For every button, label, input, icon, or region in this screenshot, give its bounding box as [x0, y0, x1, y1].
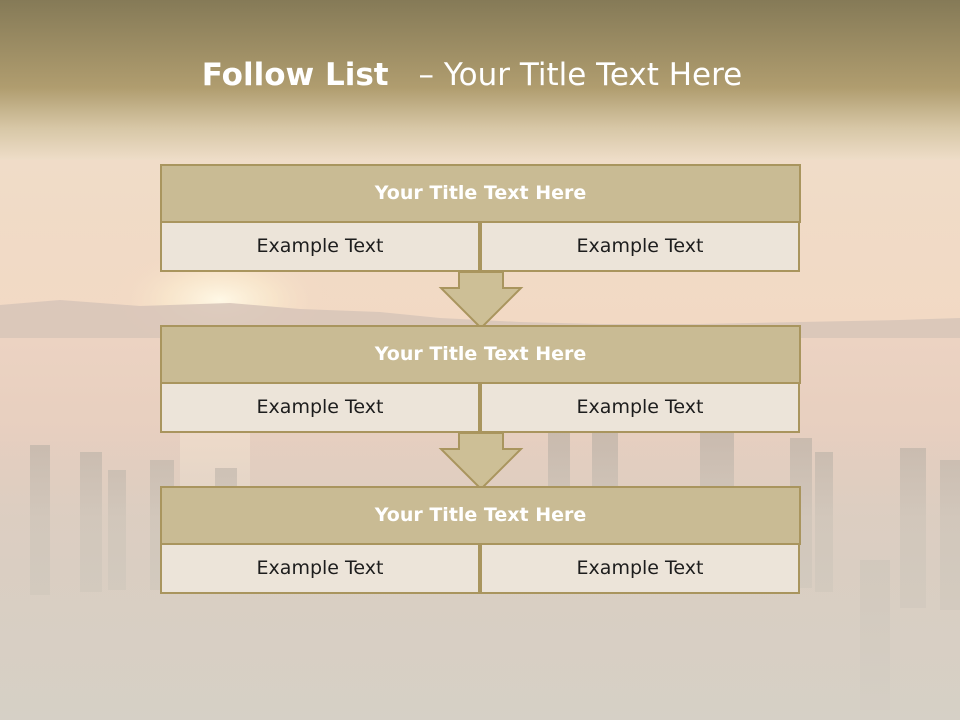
title-separator: –: [418, 57, 434, 93]
block-3-right-cell: Example Text: [480, 543, 800, 594]
block-1-title: Your Title Text Here: [160, 164, 801, 223]
block-2-title: Your Title Text Here: [160, 325, 801, 384]
down-arrow-icon: [438, 271, 524, 329]
block-2-left-cell: Example Text: [160, 382, 480, 433]
block-1-right-cell: Example Text: [480, 221, 800, 272]
title-bold-text: Follow List: [201, 57, 389, 93]
title-rest-text: Your Title Text Here: [443, 57, 743, 93]
block-3-left-cell: Example Text: [160, 543, 480, 594]
block-2-right-cell: Example Text: [480, 382, 800, 433]
down-arrow-icon: [438, 432, 524, 490]
block-3-title: Your Title Text Here: [160, 486, 801, 545]
slide-title: Follow List – Your Title Text Here: [0, 52, 944, 98]
block-1-left-cell: Example Text: [160, 221, 480, 272]
